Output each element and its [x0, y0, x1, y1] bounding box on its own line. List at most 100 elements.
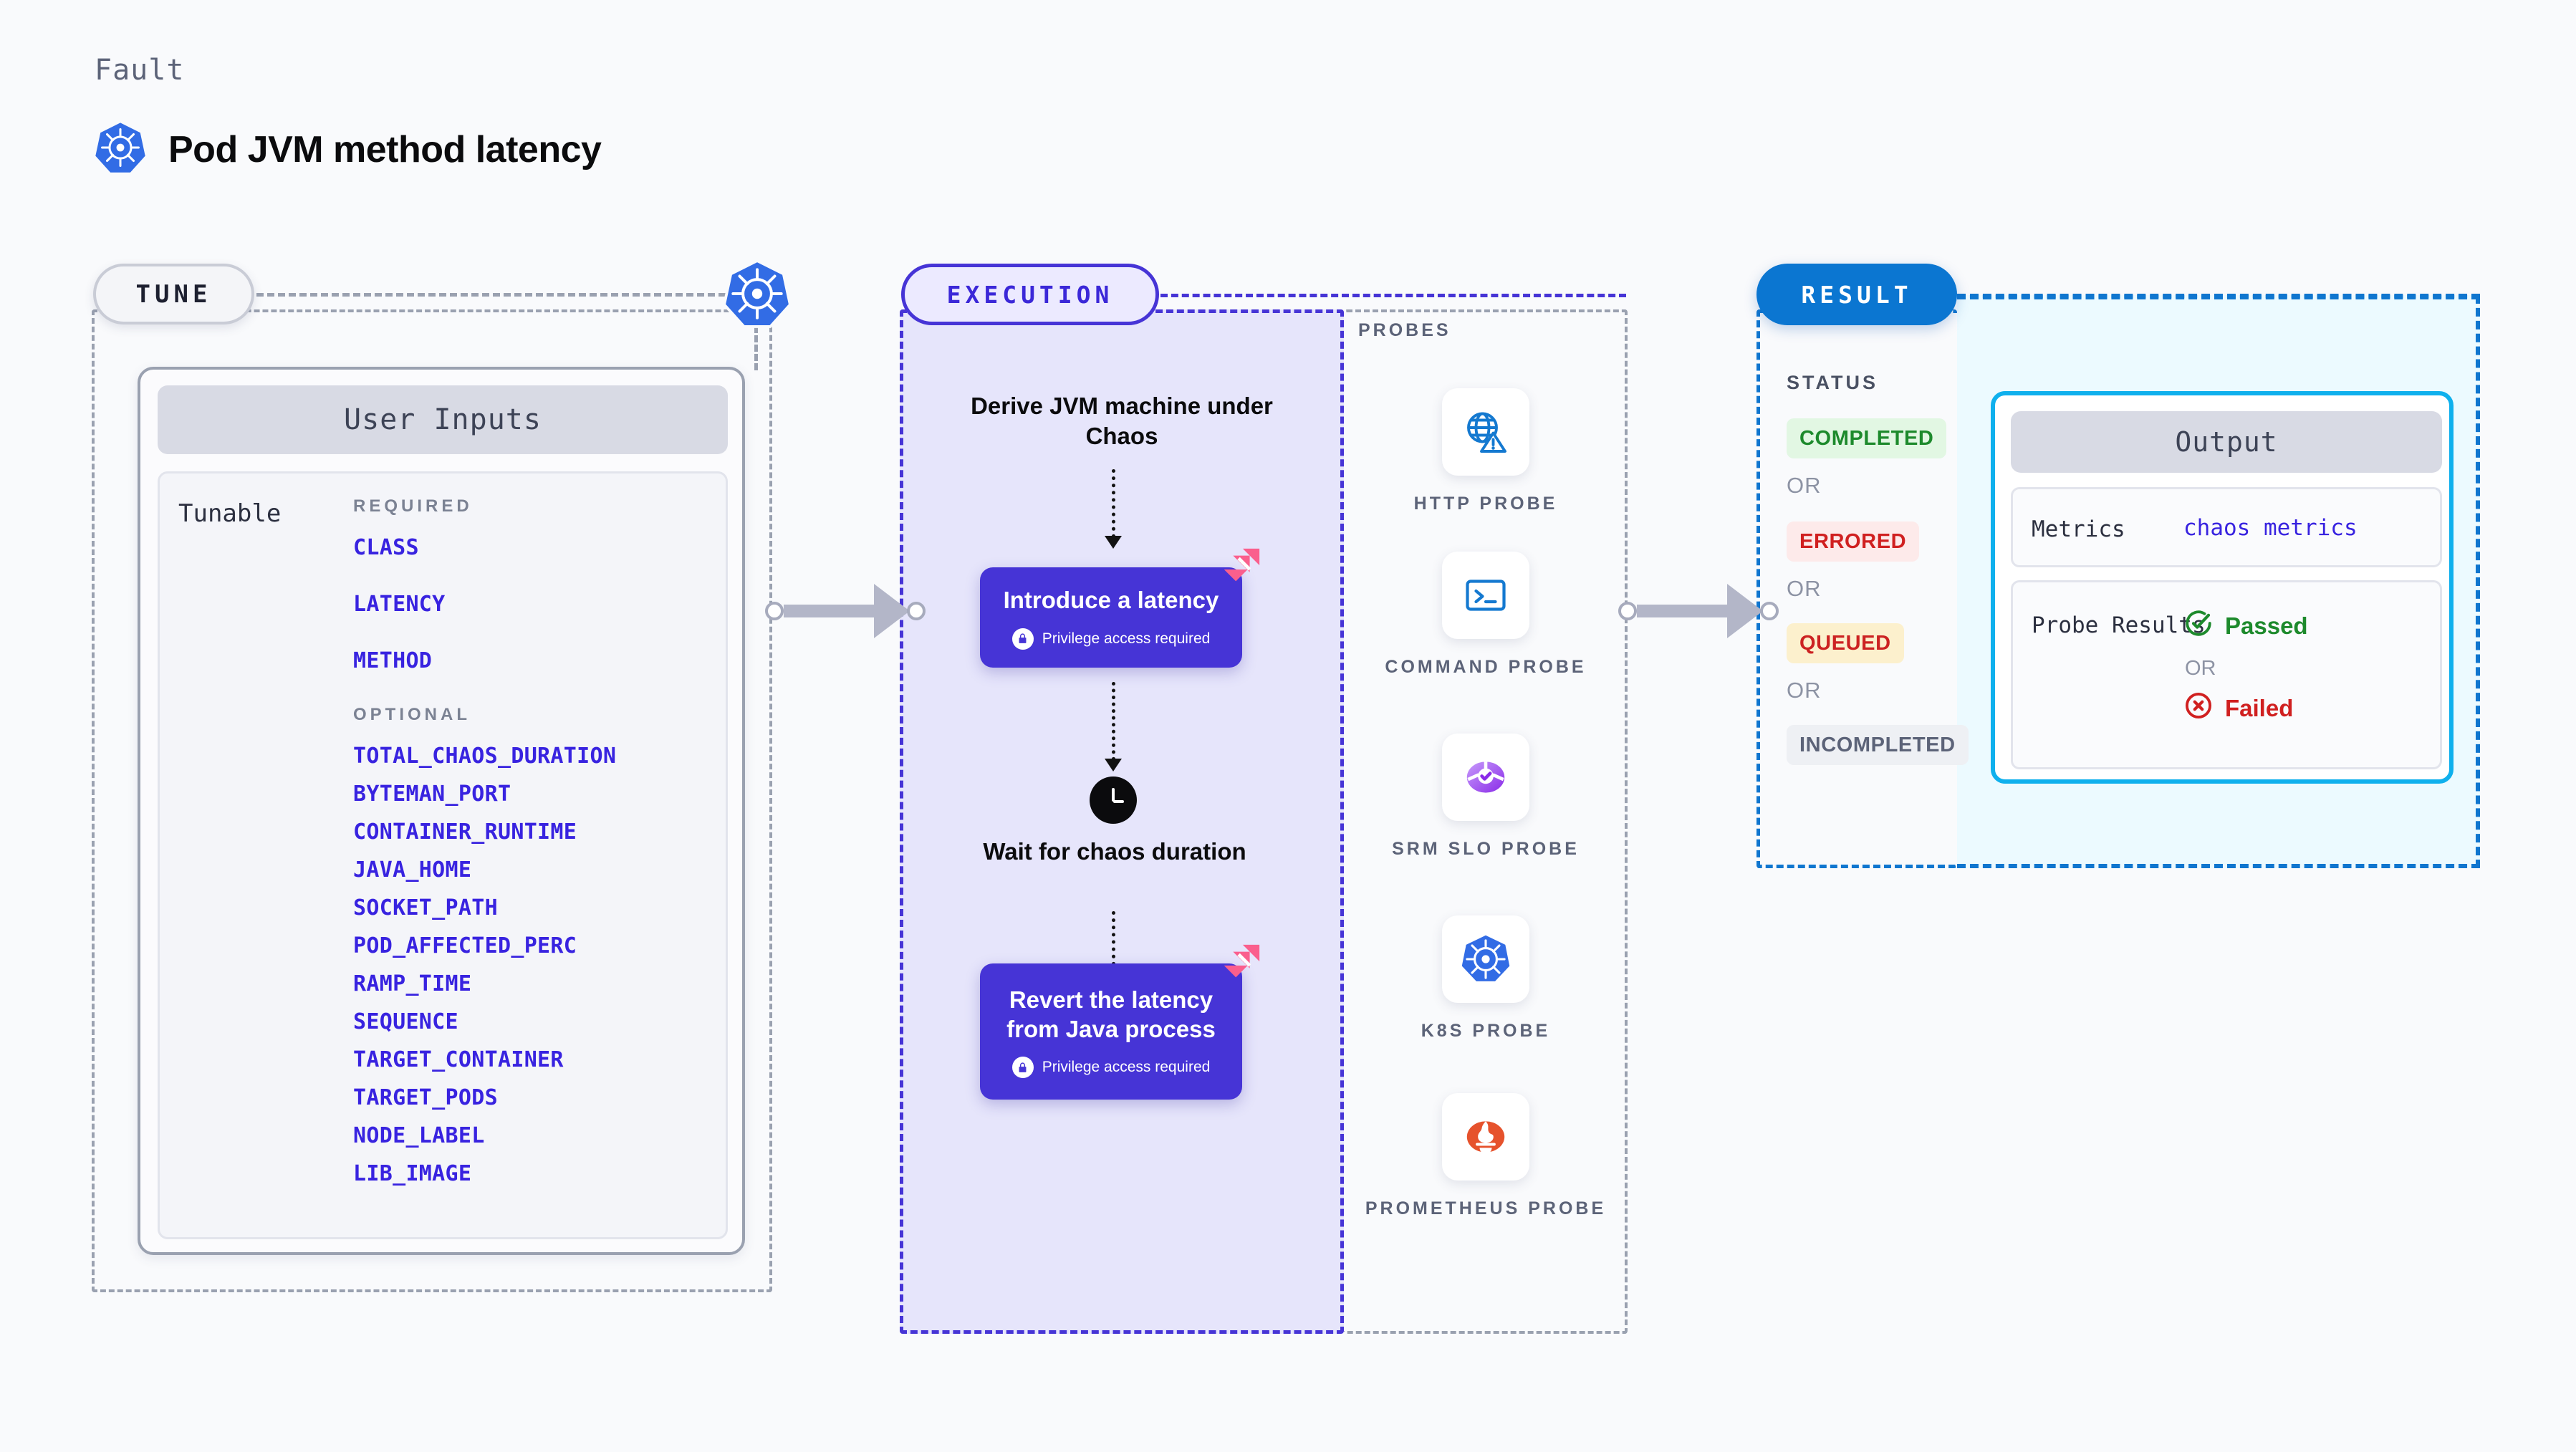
clock-icon: [1090, 777, 1137, 824]
lock-icon: [1011, 628, 1034, 650]
param-item[interactable]: TOTAL_CHAOS_DURATION: [353, 744, 617, 769]
probe-label: SRM SLO PROBE: [1392, 839, 1580, 859]
connector-bar: [1637, 605, 1727, 617]
k8s-badge-stem: [754, 326, 758, 370]
execution-stage-pill[interactable]: EXECUTION: [901, 264, 1159, 325]
flow-arrow-line: [1112, 911, 1115, 966]
metrics-value[interactable]: chaos metrics: [2183, 515, 2358, 541]
required-group-label: REQUIRED: [353, 496, 473, 516]
probe-item-srm-slo[interactable]: SRM SLO PROBE: [1344, 734, 1628, 862]
metrics-key: Metrics: [2032, 516, 2125, 542]
execution-step-derive-label: Derive JVM machine under Chaos: [971, 393, 1273, 450]
tune-connector-dash: [256, 293, 758, 297]
connector-start-dot: [1618, 602, 1637, 620]
param-item[interactable]: LIB_IMAGE: [353, 1161, 472, 1186]
status-badge-completed: COMPLETED: [1787, 418, 1947, 458]
required-param-list: CLASS LATENCY METHOD: [353, 535, 711, 673]
privilege-note: Privilege access required: [1011, 628, 1210, 650]
page-title-row: Pod JVM method latency: [94, 120, 602, 178]
connector-arrowhead: [874, 584, 910, 638]
probe-label: HTTP PROBE: [1413, 494, 1558, 514]
connector-arrowhead: [1727, 584, 1763, 638]
connector-bar: [784, 605, 874, 617]
optional-group-label: OPTIONAL: [353, 705, 471, 724]
probe-label: PROMETHEUS PROBE: [1365, 1198, 1607, 1218]
failed-label: Failed: [2225, 695, 2294, 721]
connector-end-dot: [907, 602, 926, 620]
param-item[interactable]: TARGET_CONTAINER: [353, 1047, 564, 1072]
connector-execution-to-result: [1618, 584, 1779, 638]
harness-icon: [1218, 942, 1262, 986]
execution-step-revert-latency[interactable]: Revert the latency from Java process Pri…: [980, 963, 1242, 1100]
privilege-text: Privilege access required: [1042, 1059, 1211, 1076]
param-item[interactable]: POD_AFFECTED_PERC: [353, 933, 577, 958]
param-item[interactable]: LATENCY: [353, 592, 446, 617]
output-card-header: Output: [2011, 411, 2442, 473]
param-column: REQUIRED CLASS LATENCY METHOD OPTIONAL T…: [353, 496, 711, 1199]
status-badge-queued: QUEUED: [1787, 623, 1904, 663]
probe-result-passed: Passed OR Failed: [2183, 608, 2308, 726]
param-item[interactable]: SOCKET_PATH: [353, 895, 498, 920]
probe-item-command[interactable]: COMMAND PROBE: [1344, 552, 1628, 681]
harness-icon: [1218, 546, 1262, 590]
flow-arrow-line: [1112, 682, 1115, 761]
privilege-note: Privilege access required: [1011, 1057, 1211, 1079]
probe-item-prometheus[interactable]: PROMETHEUS PROBE: [1344, 1093, 1628, 1222]
param-item[interactable]: CLASS: [353, 535, 419, 560]
connector-start-dot: [765, 602, 784, 620]
output-row-probe-results: Probe Results Passed OR: [2011, 580, 2442, 769]
tunable-section: Tunable REQUIRED CLASS LATENCY METHOD OP…: [158, 471, 728, 1239]
probe-item-http[interactable]: HTTP PROBE: [1344, 388, 1628, 517]
output-row-metrics: Metrics chaos metrics: [2011, 487, 2442, 567]
param-item[interactable]: NODE_LABEL: [353, 1123, 485, 1148]
param-item[interactable]: SEQUENCE: [353, 1009, 458, 1034]
execution-connector-dash: [1160, 294, 1626, 297]
or-separator: OR: [1787, 473, 1822, 498]
connector-end-dot: [1760, 602, 1779, 620]
probe-label: COMMAND PROBE: [1385, 657, 1587, 677]
connector-tune-to-execution: [765, 584, 926, 638]
kubernetes-icon: [94, 120, 147, 178]
or-separator: OR: [1787, 576, 1822, 601]
tune-stage-panel: [92, 309, 772, 1292]
status-badge-errored: ERRORED: [1787, 521, 1920, 562]
kubernetes-icon: [1442, 915, 1529, 1003]
result-stage-pill[interactable]: RESULT: [1756, 264, 1957, 325]
probe-item-k8s[interactable]: K8S PROBE: [1344, 915, 1628, 1044]
execution-step-introduce-latency[interactable]: Introduce a latency Privilege access req…: [980, 567, 1242, 668]
probes-section-label: PROBES: [1358, 320, 1451, 340]
param-item[interactable]: JAVA_HOME: [353, 857, 472, 883]
user-inputs-header: User Inputs: [158, 385, 728, 454]
param-item[interactable]: RAMP_TIME: [353, 971, 472, 996]
execution-step-wait-label: Wait for chaos duration: [983, 838, 1246, 865]
prometheus-icon: [1442, 1093, 1529, 1181]
output-card: Output Metrics chaos metrics Probe Resul…: [1991, 391, 2454, 784]
or-separator: OR: [2185, 657, 2216, 680]
flow-arrow-head: [1105, 759, 1122, 771]
param-item[interactable]: METHOD: [353, 648, 433, 673]
check-circle-icon: [2183, 608, 2214, 644]
probes-panel: [1344, 309, 1628, 1334]
tune-stage-pill[interactable]: TUNE: [93, 264, 254, 324]
param-item[interactable]: TARGET_PODS: [353, 1085, 498, 1110]
step-title: Revert the latency from Java process: [1006, 986, 1216, 1042]
x-circle-icon: [2183, 691, 2214, 726]
user-inputs-card: User Inputs Tunable REQUIRED CLASS LATEN…: [138, 367, 745, 1255]
terminal-icon: [1442, 552, 1529, 639]
param-item[interactable]: CONTAINER_RUNTIME: [353, 819, 577, 845]
param-item[interactable]: BYTEMAN_PORT: [353, 782, 511, 807]
status-badge-incompleted: INCOMPLETED: [1787, 725, 1969, 765]
slo-gauge-icon: [1442, 734, 1529, 821]
lock-icon: [1011, 1057, 1034, 1079]
probe-label: K8S PROBE: [1421, 1021, 1551, 1041]
tunable-label: Tunable: [178, 499, 282, 528]
globe-warning-icon: [1442, 388, 1529, 476]
passed-label: Passed: [2225, 612, 2308, 639]
step-title: Introduce a latency: [1003, 587, 1219, 614]
flow-arrow-line: [1112, 469, 1115, 538]
optional-param-list: TOTAL_CHAOS_DURATION BYTEMAN_PORT CONTAI…: [353, 744, 711, 1186]
fault-eyebrow: Fault: [95, 54, 185, 87]
probe-results-key: Probe Results: [2032, 612, 2206, 638]
page-title: Pod JVM method latency: [168, 128, 602, 170]
or-separator: OR: [1787, 678, 1822, 703]
